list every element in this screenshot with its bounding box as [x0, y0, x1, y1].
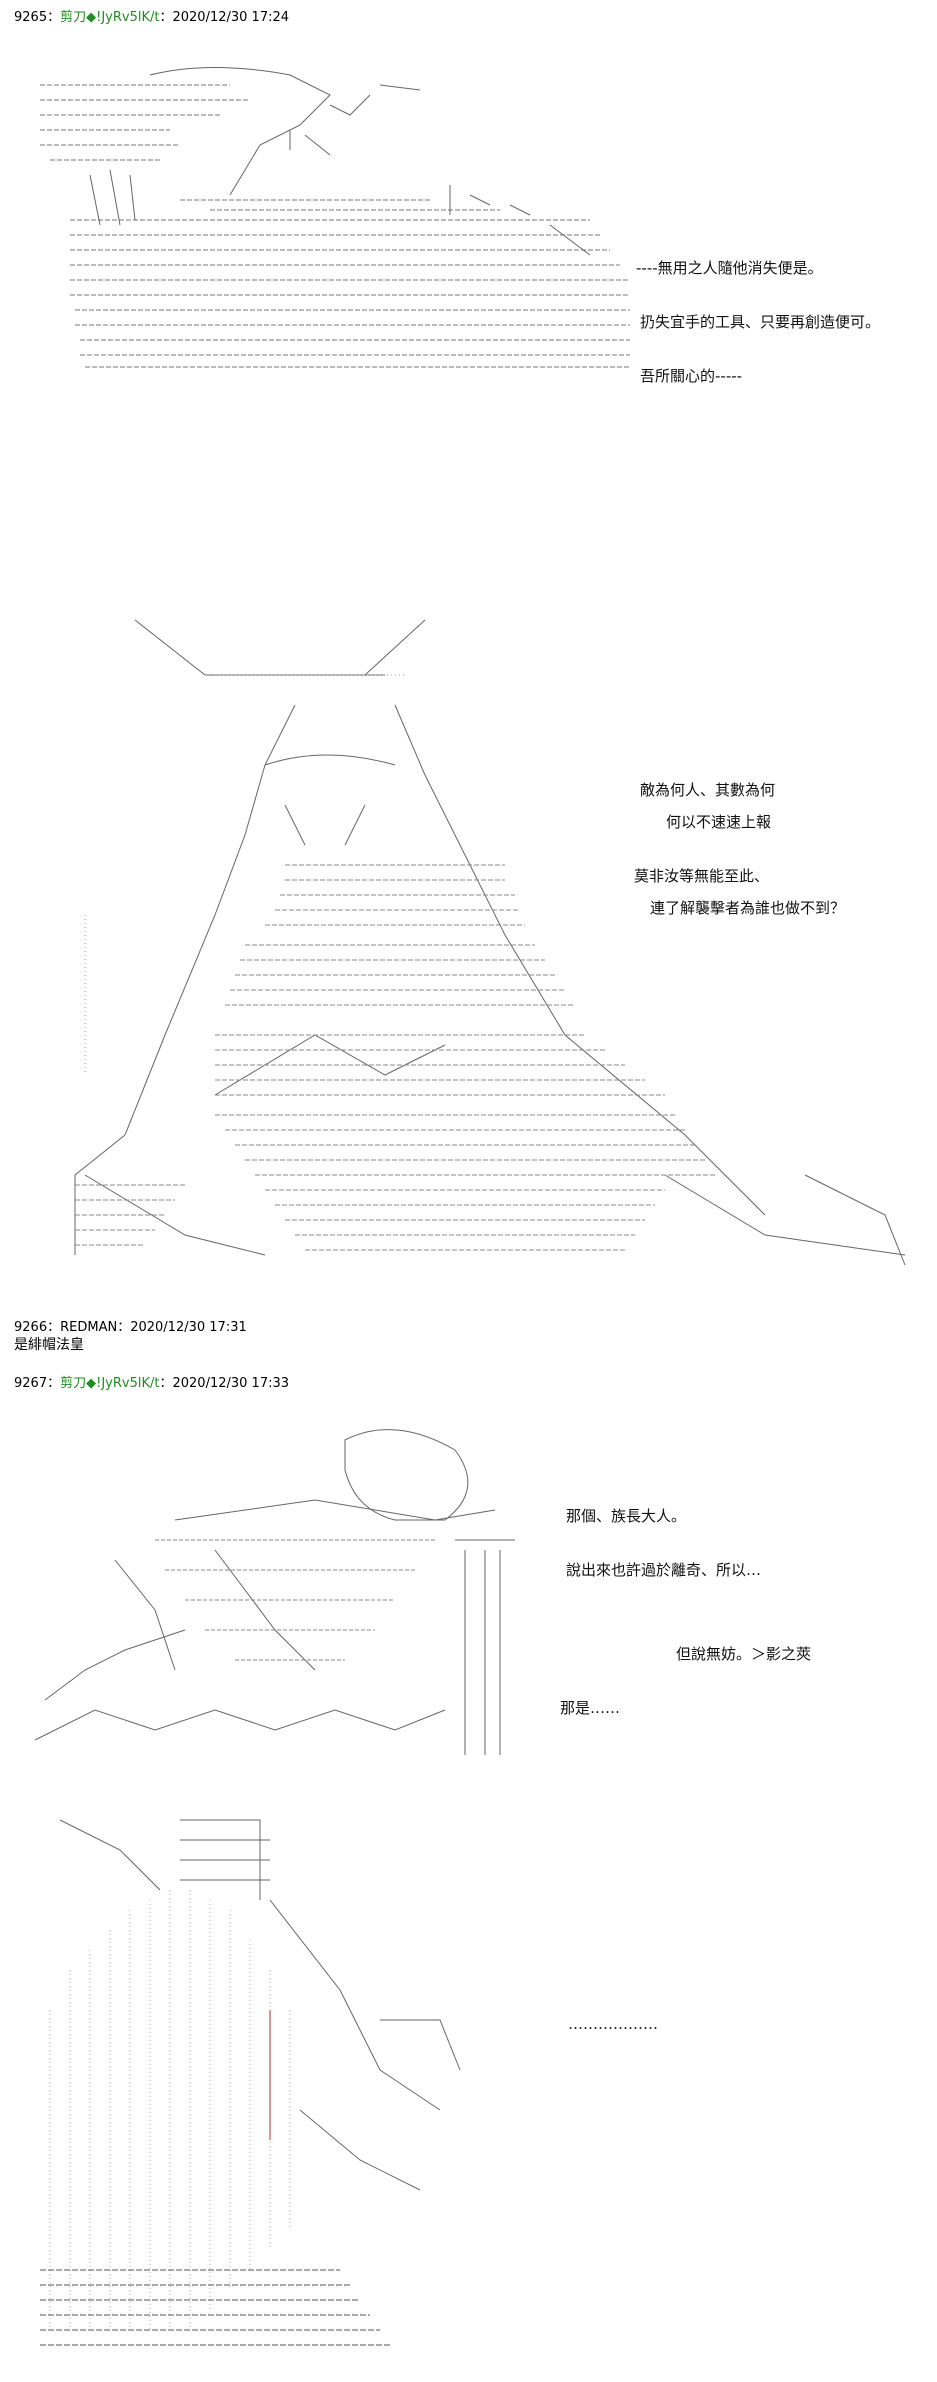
post-header-9267: 9267：剪刀◆!JyRv5lK/t：2020/12/30 17:33 [14, 1376, 289, 1392]
post-header-9266: 9266：REDMAN：2020/12/30 17:31 [14, 1320, 247, 1336]
dialog-line: 吾所關心的----- [640, 367, 743, 385]
post-datetime: 2020/12/30 17:31 [130, 1320, 247, 1335]
dialog-line: 何以不速速上報 [666, 813, 772, 831]
dialog-line: 那個、族長大人。 [566, 1507, 687, 1525]
dialog-line: 那是…… [560, 1699, 621, 1717]
post-author-link[interactable]: 剪刀◆!JyRv5lK/t [60, 1376, 160, 1391]
post-separator: ： [117, 1320, 131, 1335]
post-separator: ： [159, 1376, 173, 1391]
dialog-line: ……………… [568, 2015, 658, 2033]
dialog-line: 連了解襲擊者為誰也做不到？ [650, 899, 846, 917]
post-separator: ： [47, 1320, 61, 1335]
post-author-link[interactable]: REDMAN [60, 1320, 118, 1335]
dialog-line: 莫非汝等無能至此、 [634, 867, 770, 885]
dialog-line: ----無用之人隨他消失便是。 [636, 259, 823, 277]
post-body-text: 是緋帽法皇 [14, 1337, 84, 1353]
dialog-line: 但說無妨。＞影之莢 [676, 1645, 812, 1663]
post-header-9265: 9265：剪刀◆!JyRv5lK/t：2020/12/30 17:24 [14, 10, 289, 26]
post-datetime: 2020/12/30 17:33 [172, 1376, 290, 1391]
dialog-line: 扔失宜手的工具、只要再創造便可。 [640, 313, 881, 331]
post-separator: ： [47, 10, 61, 25]
ascii-art-figure-1 [30, 55, 640, 375]
ascii-art-figure-3 [15, 1410, 535, 1770]
post-number: 9266 [14, 1320, 48, 1335]
ascii-art-drawing-3 [34, 1429, 515, 1755]
dialog-line: 說出來也許過於離奇、所以… [566, 1561, 762, 1579]
post-author-link[interactable]: 剪刀◆!JyRv5lK/t [60, 10, 160, 25]
ascii-art-drawing-1 [40, 67, 630, 368]
dialog-line: 敵為何人、其數為何 [640, 781, 776, 799]
post-separator: ： [159, 10, 173, 25]
ascii-art-figure-4 [40, 1810, 560, 2350]
ascii-art-drawing-2 [74, 619, 906, 1266]
post-number: 9265 [14, 10, 48, 25]
ascii-art-drawing-4 [40, 1819, 461, 2346]
post-number: 9267 [14, 1376, 48, 1391]
post-datetime: 2020/12/30 17:24 [172, 10, 290, 25]
ascii-art-figure-2 [65, 615, 925, 1275]
post-separator: ： [47, 1376, 61, 1391]
